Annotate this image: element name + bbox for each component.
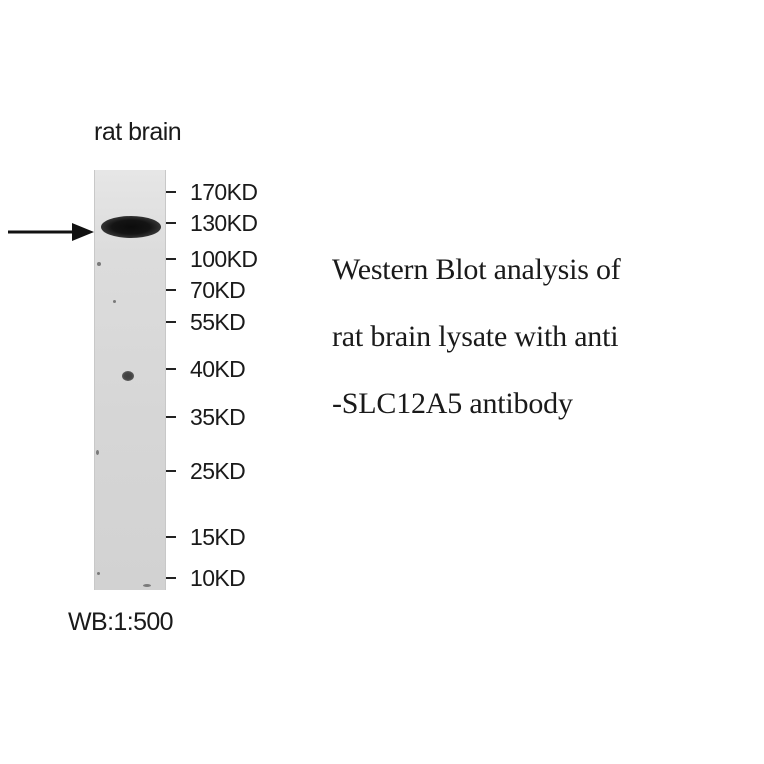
marker-label: 70KD (190, 276, 246, 303)
marker-100kd: 100KD (166, 245, 258, 272)
speck (143, 584, 151, 587)
tick-mark (166, 577, 176, 579)
tick-mark (166, 368, 176, 370)
tick-mark (166, 191, 176, 193)
marker-40kd: 40KD (166, 355, 246, 382)
marker-label: 55KD (190, 308, 246, 335)
tick-mark (166, 416, 176, 418)
speck (97, 262, 101, 266)
speck (96, 450, 99, 455)
tick-mark (166, 222, 176, 224)
marker-label: 35KD (190, 403, 246, 430)
main-band (101, 216, 161, 238)
marker-55kd: 55KD (166, 308, 246, 335)
marker-70kd: 70KD (166, 276, 246, 303)
description-line: Western Blot analysis of (332, 253, 621, 286)
lane-label: rat brain (94, 118, 182, 146)
marker-label: 10KD (190, 564, 246, 591)
marker-label: 15KD (190, 523, 246, 550)
tick-mark (166, 536, 176, 538)
marker-15kd: 15KD (166, 523, 246, 550)
tick-mark (166, 470, 176, 472)
marker-25kd: 25KD (166, 457, 246, 484)
marker-label: 40KD (190, 355, 246, 382)
tick-mark (166, 258, 176, 260)
marker-label: 130KD (190, 209, 258, 236)
speck (97, 572, 100, 575)
speck (113, 300, 116, 303)
marker-130kd: 130KD (166, 209, 258, 236)
marker-label: 100KD (190, 245, 258, 272)
description-line: -SLC12A5 antibody (332, 387, 573, 420)
marker-10kd: 10KD (166, 564, 246, 591)
figure-description: Western Blot analysis of rat brain lysat… (332, 236, 621, 437)
minor-band (122, 371, 134, 381)
dilution-label: WB:1:500 (68, 608, 174, 636)
description-line: rat brain lysate with anti (332, 320, 619, 353)
marker-35kd: 35KD (166, 403, 246, 430)
blot-lane (94, 170, 166, 590)
marker-label: 25KD (190, 457, 246, 484)
tick-mark (166, 321, 176, 323)
tick-mark (166, 289, 176, 291)
arrow-icon (8, 223, 94, 241)
marker-170kd: 170KD (166, 178, 258, 205)
marker-label: 170KD (190, 178, 258, 205)
